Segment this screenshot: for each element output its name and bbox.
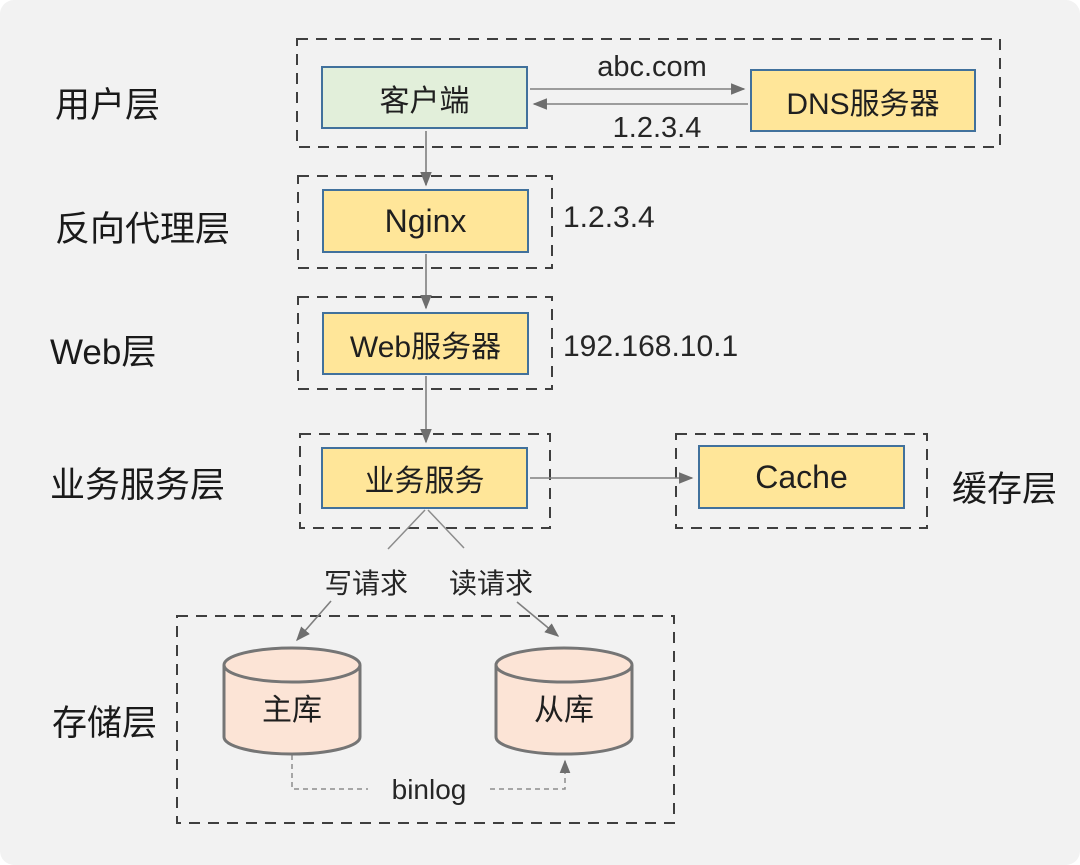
web-layer-box [297, 296, 553, 390]
master-db-label: 主库 [262, 694, 322, 727]
write-to-master-arrow [296, 600, 332, 642]
read-split-line [427, 509, 465, 549]
nginx-ip-text: 1.2.3.4 [563, 201, 655, 234]
cache-node-label: Cache [755, 458, 848, 495]
read-request-label: 读请求 [448, 568, 533, 599]
slave-db-cylinder [494, 646, 634, 756]
client-node-label: 客户端 [379, 84, 470, 118]
app-service-node-label: 业务服务 [364, 465, 485, 498]
storage-layer-box [176, 615, 675, 824]
dns-server-node: DNS服务器 [750, 69, 976, 132]
cache-node: Cache [698, 445, 905, 509]
read-to-slave-arrow [516, 601, 560, 637]
service-layer-label: 业务服务层 [50, 466, 226, 505]
write-split-line [387, 509, 426, 550]
cache-layer-label: 缓存层 [952, 470, 1058, 509]
client-node: 客户端 [321, 66, 528, 129]
user-layer-box [296, 38, 1001, 148]
web-layer-label: Web层 [50, 333, 157, 372]
binlog-label: binlog [391, 774, 467, 805]
binlog-path-to-slave [490, 759, 571, 790]
dns-answer-label: 1.2.3.4 [612, 112, 702, 144]
write-request-label: 写请求 [323, 568, 408, 599]
web-server-node-label: Web服务器 [349, 330, 502, 364]
dns-query-label: abc.com [597, 51, 707, 83]
proxy-layer-label: 反向代理层 [55, 210, 231, 249]
slave-db-label: 从库 [534, 694, 594, 727]
master-db-cylinder [222, 646, 362, 756]
web-server-node: Web服务器 [322, 312, 529, 375]
proxy-layer-box [297, 175, 553, 269]
storage-layer-label: 存储层 [52, 704, 158, 743]
dns-server-node-label: DNS服务器 [786, 87, 940, 121]
nginx-node: Nginx [322, 189, 529, 253]
binlog-path-from-master [291, 755, 368, 790]
nginx-node-label: Nginx [384, 202, 467, 239]
web-server-ip-text: 192.168.10.1 [563, 330, 739, 363]
user-layer-label: 用户层 [55, 86, 161, 125]
app-service-node: 业务服务 [321, 447, 528, 509]
